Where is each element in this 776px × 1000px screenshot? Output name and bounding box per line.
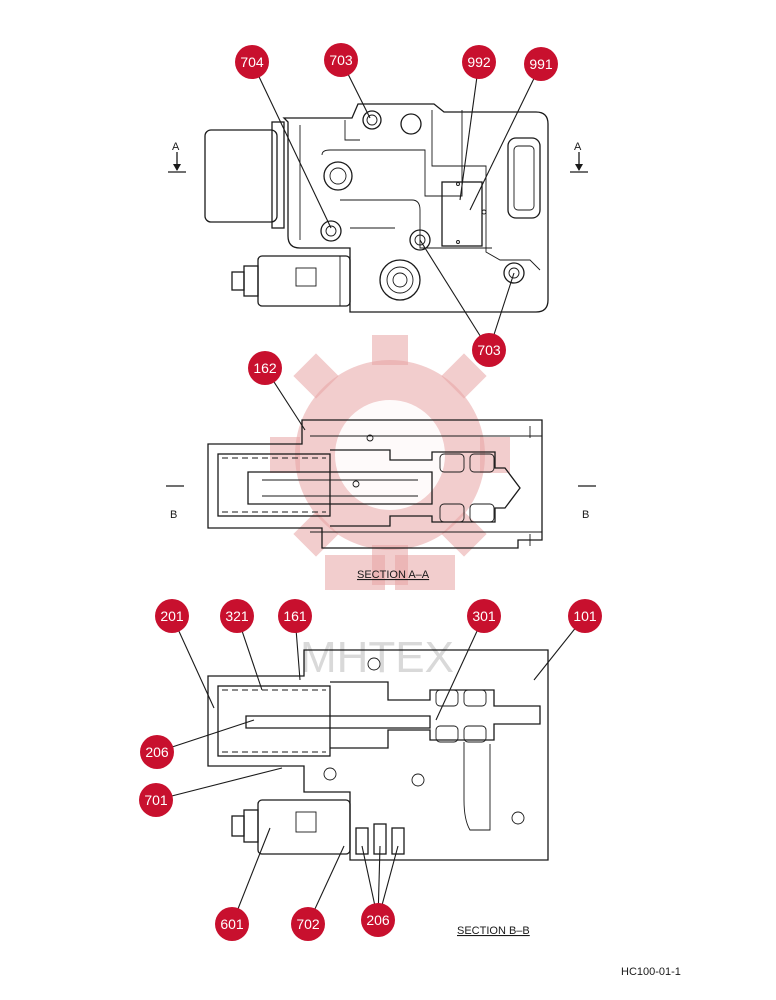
top-view: A A bbox=[168, 103, 588, 313]
svg-text:992: 992 bbox=[467, 54, 491, 70]
callout-321: 321 bbox=[220, 599, 254, 633]
callout-702: 702 bbox=[291, 907, 325, 941]
svg-text:206: 206 bbox=[366, 912, 390, 928]
callout-992: 992 bbox=[462, 45, 496, 79]
callout-703-top: 703 bbox=[324, 43, 358, 77]
cut-marker-b-right: B bbox=[582, 509, 589, 521]
svg-text:702: 702 bbox=[296, 916, 320, 932]
drawing-code: HC100-01-1 bbox=[621, 966, 681, 978]
svg-text:601: 601 bbox=[220, 916, 244, 932]
section-b-b-label: SECTION B–B bbox=[457, 925, 530, 937]
svg-text:301: 301 bbox=[472, 608, 496, 624]
callout-301: 301 bbox=[467, 599, 501, 633]
callout-206-left: 206 bbox=[140, 735, 174, 769]
svg-text:704: 704 bbox=[240, 54, 264, 70]
callout-601: 601 bbox=[215, 907, 249, 941]
callout-162: 162 bbox=[248, 351, 282, 385]
watermark-text: MHTEX bbox=[300, 633, 454, 682]
svg-text:201: 201 bbox=[160, 608, 184, 624]
callout-701: 701 bbox=[139, 783, 173, 817]
section-a-a-view: B B SECTION A–A bbox=[166, 419, 596, 581]
watermark-logo: MHTEX bbox=[270, 335, 510, 682]
svg-text:321: 321 bbox=[225, 608, 249, 624]
svg-text:206: 206 bbox=[145, 744, 169, 760]
svg-text:991: 991 bbox=[529, 56, 553, 72]
svg-text:703: 703 bbox=[329, 52, 353, 68]
callout-101: 101 bbox=[568, 599, 602, 633]
callout-991: 991 bbox=[524, 47, 558, 81]
svg-text:101: 101 bbox=[573, 608, 597, 624]
callout-201: 201 bbox=[155, 599, 189, 633]
cut-marker-a-left: A bbox=[172, 141, 180, 153]
callout-161: 161 bbox=[278, 599, 312, 633]
section-a-a-label: SECTION A–A bbox=[357, 569, 430, 581]
callout-206-bottom: 206 bbox=[361, 903, 395, 937]
section-b-b-view: SECTION B–B bbox=[207, 649, 549, 937]
cut-marker-b-left: B bbox=[170, 509, 177, 521]
svg-text:162: 162 bbox=[253, 360, 277, 376]
svg-text:161: 161 bbox=[283, 608, 307, 624]
callout-704: 704 bbox=[235, 45, 269, 79]
callout-703-bottom: 703 bbox=[472, 333, 506, 367]
svg-text:701: 701 bbox=[144, 792, 168, 808]
cut-marker-a-right: A bbox=[574, 141, 582, 153]
svg-text:703: 703 bbox=[477, 342, 501, 358]
